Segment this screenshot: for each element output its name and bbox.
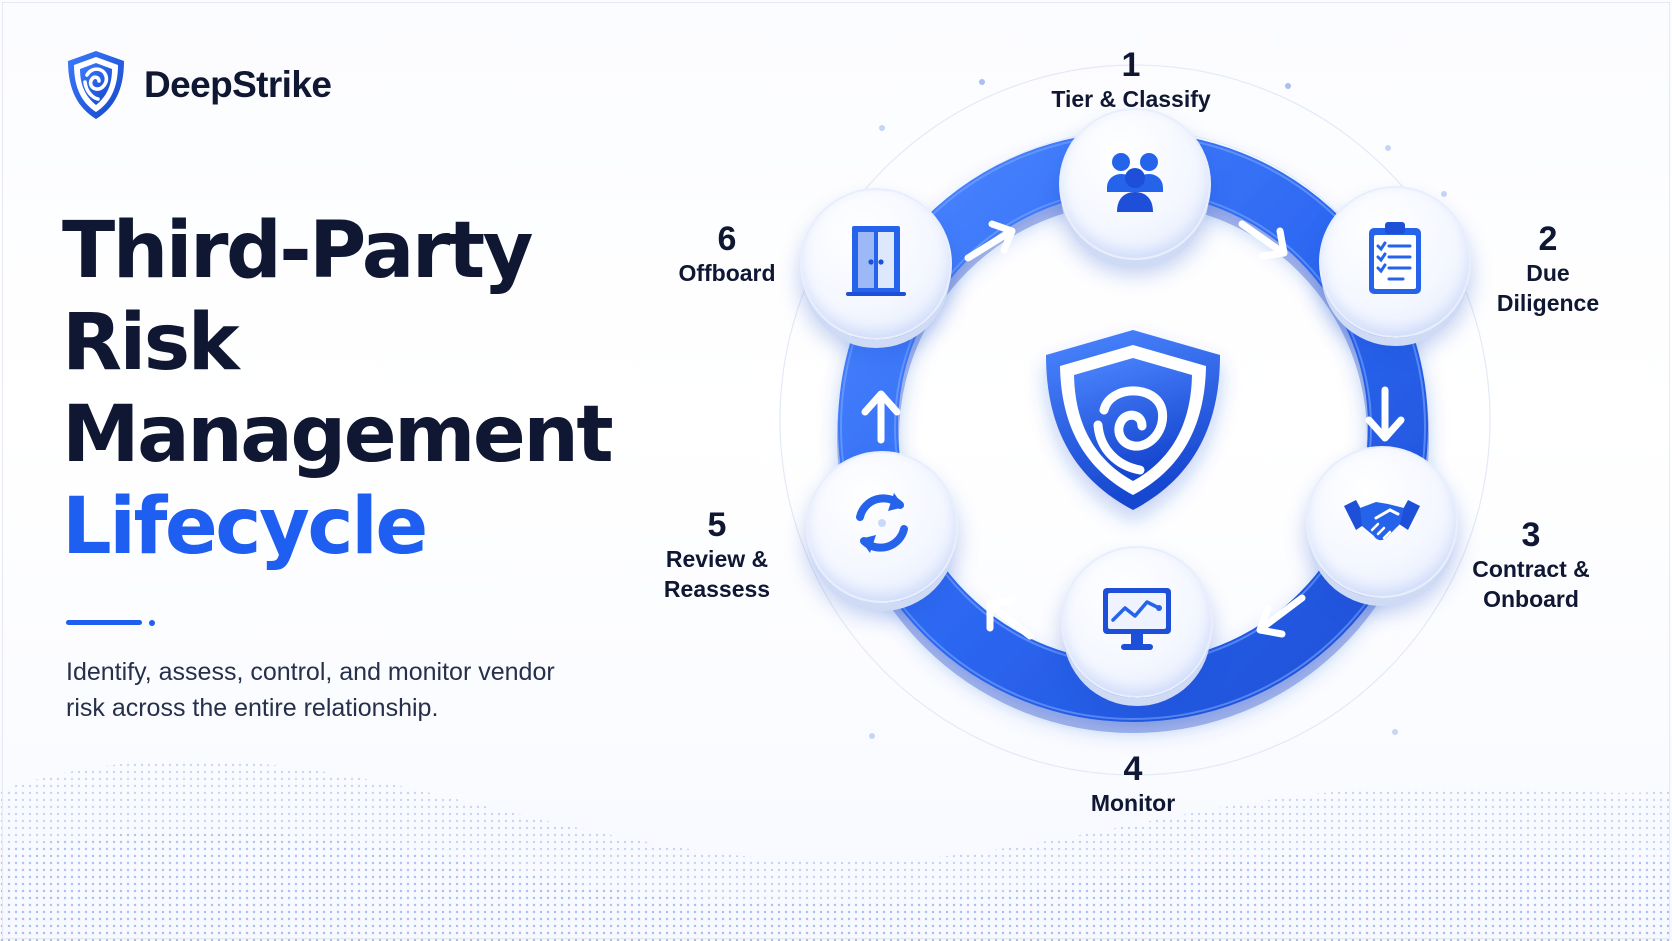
page-title: Third-Party Risk Management Lifecycle [62, 205, 614, 573]
step-label-3: 3 Contract & Onboard [1472, 516, 1590, 614]
step-node-6[interactable] [800, 188, 952, 340]
step-name-5: Review & Reassess [663, 546, 771, 602]
door-exit-icon [846, 226, 906, 296]
monitor-chart-icon [1103, 588, 1171, 650]
dotted-wave [0, 760, 1672, 941]
ring-arrows [861, 220, 1405, 640]
title-underline [66, 620, 142, 625]
step-label-6: 6 Offboard [678, 220, 775, 288]
step-number-2: 2 [1538, 220, 1558, 258]
arrow-6-to-1 [964, 220, 1016, 262]
step-name-1: Tier & Classify [1051, 86, 1211, 112]
step-label-1: 1 Tier & Classify [1051, 46, 1210, 114]
page-subtitle: Identify, assess, control, and monitor v… [66, 658, 555, 722]
step-node-4[interactable] [1061, 546, 1213, 698]
title-line-3: Management [62, 390, 614, 480]
title-underline-dot [149, 620, 155, 626]
handshake-icon [1344, 500, 1420, 541]
step-label-2: 2 Due Diligence [1486, 220, 1610, 318]
people-group-icon [1107, 153, 1163, 212]
step-name-2: Due Diligence [1496, 260, 1600, 316]
arrow-3-to-4 [1256, 594, 1306, 638]
step-number-1: 1 [1121, 46, 1141, 84]
step-name-4: Monitor [1090, 790, 1176, 816]
refresh-cycle-icon [856, 493, 908, 553]
shield-logo-icon [68, 51, 124, 119]
brand: DeepStrike [62, 48, 332, 122]
step-name-6: Offboard [678, 260, 776, 286]
title-line-4: Lifecycle [62, 482, 428, 572]
step-label-4: 4 Monitor [1091, 750, 1175, 818]
step-node-1[interactable] [1059, 108, 1211, 260]
brand-name: DeepStrike [144, 64, 332, 105]
orbit-outer [779, 64, 1491, 776]
step-label-5: 5 Review & Reassess [664, 506, 770, 604]
step-number-3: 3 [1521, 516, 1541, 554]
step-number-5: 5 [707, 506, 727, 544]
step-name-3: Contract & Onboard [1472, 556, 1590, 612]
step-number-4: 4 [1123, 750, 1143, 788]
step-node-3[interactable] [1306, 446, 1458, 598]
center-shield-icon [1046, 330, 1220, 510]
arrow-1-to-2 [1238, 220, 1288, 260]
step-node-2[interactable] [1319, 186, 1471, 338]
step-node-5[interactable] [806, 451, 958, 603]
arrow-5-to-6 [861, 390, 901, 444]
title-line-1: Third-Party [62, 206, 533, 296]
title-line-2: Risk [62, 298, 240, 388]
step-number-6: 6 [717, 220, 737, 258]
arrow-4-to-5 [986, 596, 1034, 640]
arrow-2-to-3 [1365, 386, 1405, 442]
clipboard-checklist-icon [1369, 222, 1421, 294]
